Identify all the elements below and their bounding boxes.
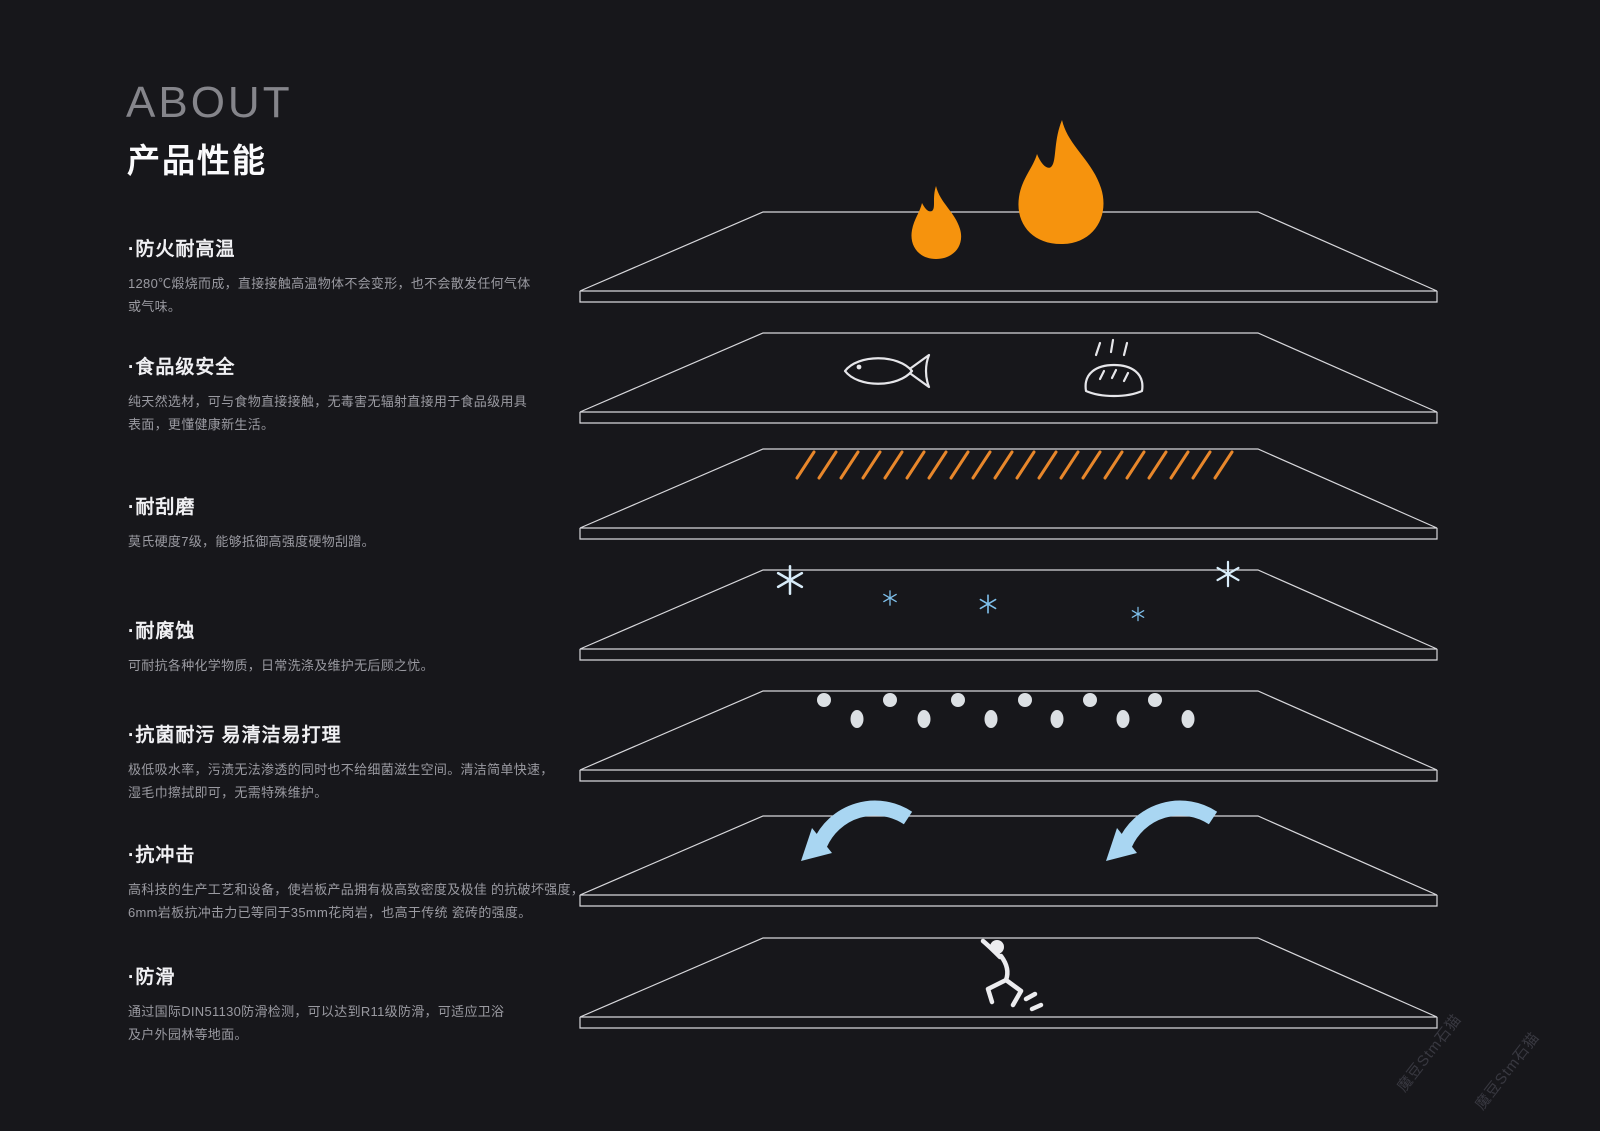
feature-desc: 高科技的生产工艺和设备，使岩板产品拥有极高致密度及极佳 的抗破坏强度， 6mm岩… [128,882,585,920]
feature-title: ·食品级安全 [128,357,236,378]
feature-desc: 可耐抗各种化学物质，日常洗涤及维护无后顾之忧。 [128,658,434,673]
layer-food-grade [579,332,1438,424]
section-eyebrow: ABOUT [126,78,293,127]
feature-title: ·耐腐蚀 [128,621,196,642]
droplet-icon [817,693,1195,728]
feature-desc: 莫氏硬度7级，能够抵御高强度硬物刮蹭。 [128,534,375,549]
layer-anti-slip [579,937,1438,1029]
layer-scratch-resistant [579,448,1438,540]
layer-fireproof [579,120,1438,303]
bread-icon [1084,338,1144,398]
feature-desc: 1280℃煅烧而成，直接接触高温物体不会变形，也不会散发任何气体 或气味。 [128,276,531,314]
feature-desc: 极低吸水率，污渍无法渗透的同时也不给细菌滋生空间。清洁简单快速， 湿毛巾擦拭即可… [128,762,554,800]
impact-arrow-icon [801,800,1218,861]
page-title: 产品性能 [127,142,267,179]
fish-icon [843,353,931,389]
layer-antibacterial [579,690,1438,782]
flame-icon [911,120,1104,259]
feature-item-food-grade: ·食品级安全 纯天然选材，可与食物直接接触，无毒害无辐射直接用于食品级用具 表面… [128,352,648,437]
feature-title: ·抗冲击 [128,845,196,866]
snowflake-icon [776,560,1240,622]
layer-corrosion-resistant [579,560,1438,661]
feature-item-antislip: ·防滑 通过国际DIN51130防滑检测，可以达到R11级防滑，可适应卫浴 及户… [128,962,648,1047]
feature-item-antibacterial: ·抗菌耐污 易清洁易打理 极低吸水率，污渍无法渗透的同时也不给细菌滋生空间。清洁… [128,720,648,805]
feature-desc: 纯天然选材，可与食物直接接触，无毒害无辐射直接用于食品级用具 表面，更懂健康新生… [128,394,528,432]
feature-item-fireproof: ·防火耐高温 1280℃煅烧而成，直接接触高温物体不会变形，也不会散发任何气体 … [128,234,648,319]
feature-title: ·防滑 [128,967,176,988]
feature-item-impact: ·抗冲击 高科技的生产工艺和设备，使岩板产品拥有极高致密度及极佳 的抗破坏强度，… [128,840,648,925]
feature-desc: 通过国际DIN51130防滑检测，可以达到R11级防滑，可适应卫浴 及户外园林等… [128,1004,505,1042]
feature-title: ·防火耐高温 [128,239,236,260]
slip-person-icon [980,938,1044,1012]
scratch-lines-icon [795,450,1234,480]
feature-item-scratch: ·耐刮磨 莫氏硬度7级，能够抵御高强度硬物刮蹭。 [128,492,648,554]
layer-impact-resistant [579,800,1438,907]
feature-title: ·抗菌耐污 易清洁易打理 [128,725,342,746]
feature-title: ·耐刮磨 [128,497,196,518]
feature-item-corrosion: ·耐腐蚀 可耐抗各种化学物质，日常洗涤及维护无后顾之忧。 [128,616,648,678]
